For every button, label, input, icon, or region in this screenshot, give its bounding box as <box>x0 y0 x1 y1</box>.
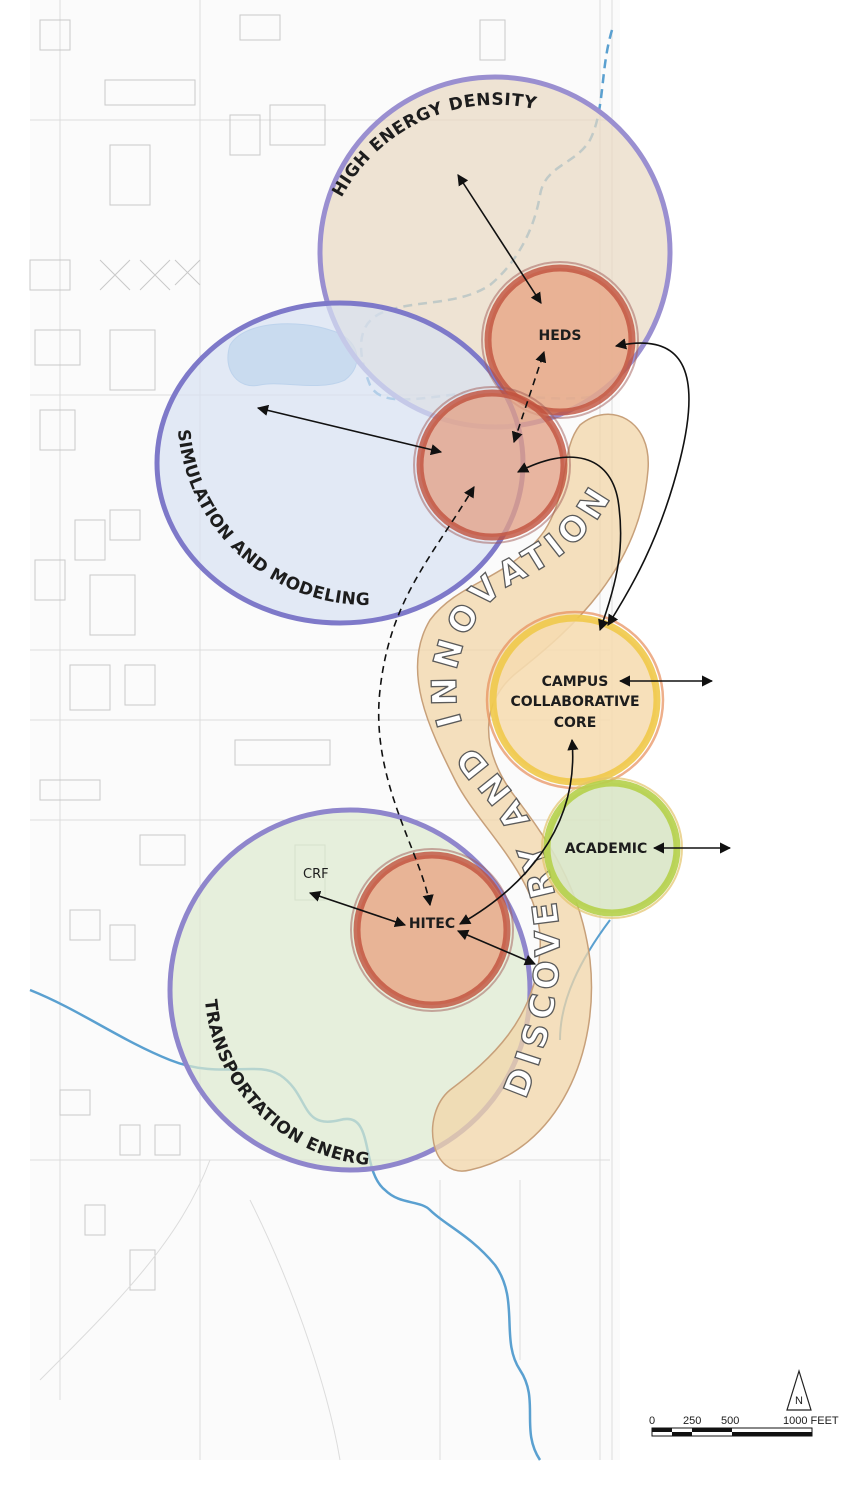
label-crf: CRF <box>303 867 329 882</box>
scale-tick-0: 0 <box>649 1415 655 1427</box>
label-hitec: HITEC <box>409 916 455 932</box>
node-simulation-center <box>413 386 571 544</box>
scale-bar: 0 250 500 1000 FEET <box>649 1415 839 1437</box>
connection-arrows <box>256 174 732 966</box>
scale-tick-1000: 1000 FEET <box>783 1415 839 1427</box>
label-campus-core-line2: COLLABORATIVE <box>510 694 639 710</box>
north-arrow: N <box>786 1368 812 1411</box>
scale-tick-250: 250 <box>683 1415 701 1427</box>
label-heds: HEDS <box>539 328 582 344</box>
label-campus-core-line3: CORE <box>554 715 597 731</box>
label-academic: ACADEMIC <box>565 841 648 857</box>
label-campus-core-line1: CAMPUS <box>542 674 609 690</box>
scale-tick-500: 500 <box>721 1415 739 1427</box>
north-arrow-label: N <box>795 1395 803 1407</box>
